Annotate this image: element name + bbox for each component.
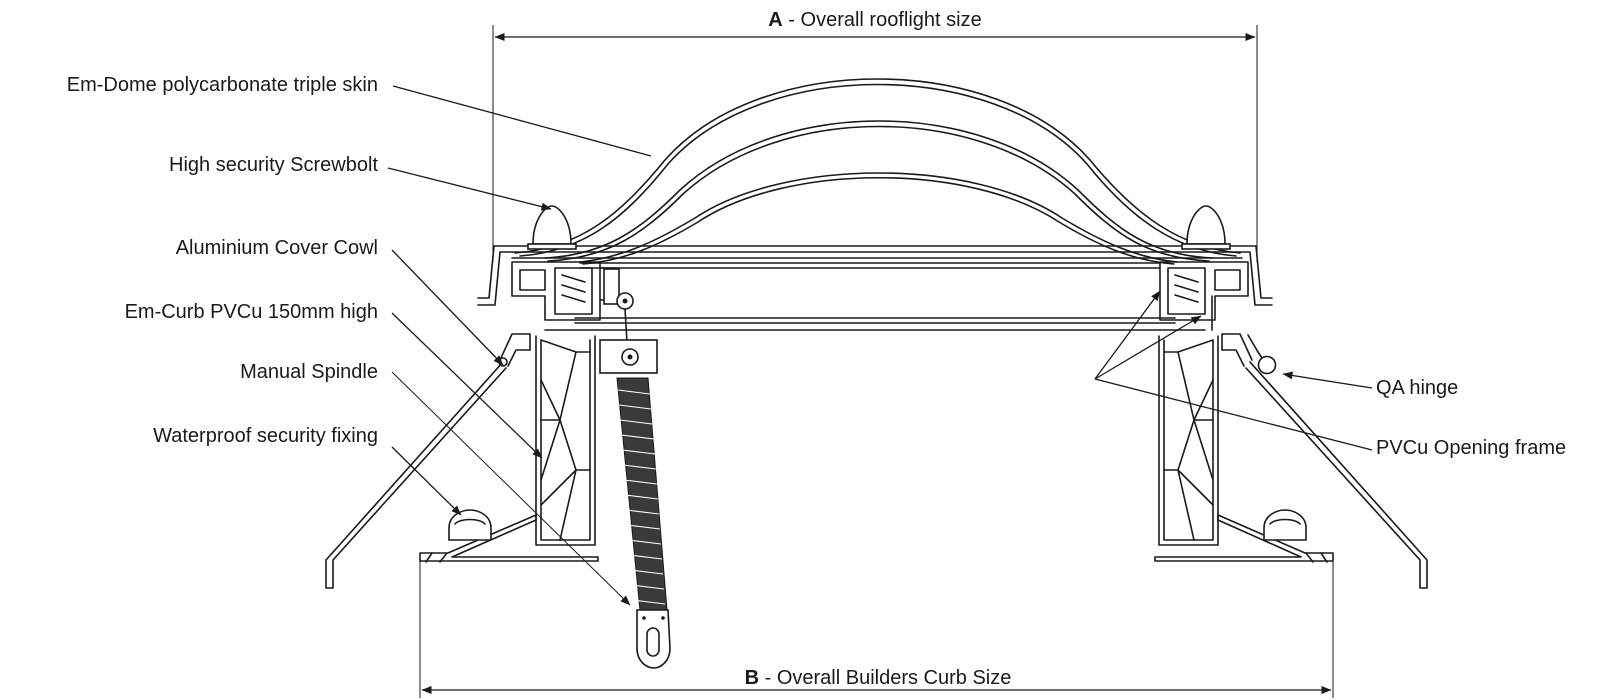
left-frame-profile bbox=[511, 261, 616, 321]
dimension-a: A - Overall rooflight size bbox=[492, 9, 1258, 262]
cowl-right bbox=[1221, 333, 1428, 589]
label-cowl: Aluminium Cover Cowl bbox=[176, 237, 378, 259]
base-flange-left bbox=[419, 514, 599, 563]
labels: Em-Dome polycarbonate triple skin High s… bbox=[67, 74, 1566, 459]
screwbolt-left bbox=[527, 205, 577, 250]
label-opening-frame: PVCu Opening frame bbox=[1376, 437, 1566, 459]
manual-spindle bbox=[599, 268, 671, 669]
top-frame bbox=[477, 245, 1273, 331]
label-screwbolt: High security Screwbolt bbox=[169, 154, 378, 176]
screwbolt-right bbox=[1181, 205, 1231, 250]
security-fixing-right bbox=[1263, 509, 1307, 541]
qa-hinge bbox=[1247, 334, 1277, 375]
curb-right bbox=[1158, 335, 1219, 546]
dimension-b-label: B - Overall Builders Curb Size bbox=[745, 667, 1012, 689]
leader-lines bbox=[387, 85, 1373, 606]
label-fixing: Waterproof security fixing bbox=[153, 425, 378, 447]
dimension-a-label: A - Overall rooflight size bbox=[768, 9, 981, 31]
dome-triple-skin bbox=[514, 78, 1241, 265]
label-dome: Em-Dome polycarbonate triple skin bbox=[67, 74, 378, 96]
right-frame-profile bbox=[1159, 261, 1249, 331]
security-fixing-left bbox=[448, 509, 492, 541]
base-flange-right bbox=[1154, 514, 1334, 563]
label-hinge: QA hinge bbox=[1376, 377, 1458, 399]
label-spindle: Manual Spindle bbox=[240, 361, 378, 383]
dimension-b: B - Overall Builders Curb Size bbox=[419, 558, 1334, 698]
curb-left bbox=[535, 335, 596, 546]
label-curb: Em-Curb PVCu 150mm high bbox=[125, 301, 378, 323]
